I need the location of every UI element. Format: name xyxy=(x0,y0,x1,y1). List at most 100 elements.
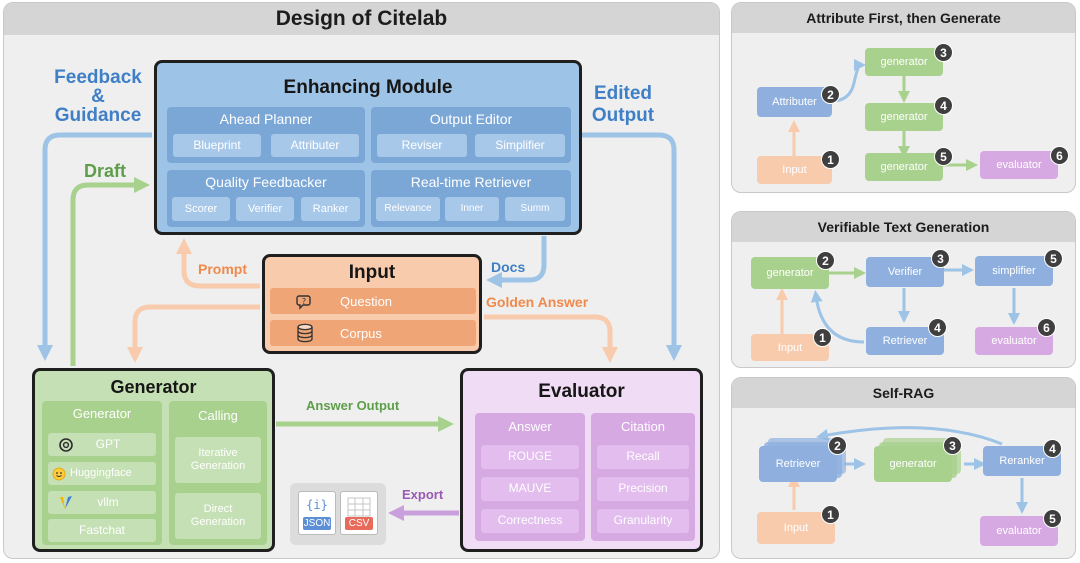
ahead-planner-label: Ahead Planner xyxy=(219,111,313,127)
granularity-chip: Granularity xyxy=(597,509,689,533)
generator-node: generator xyxy=(751,257,829,289)
output-editor-group: Output Editor Reviser Simplifier xyxy=(371,107,571,163)
golden-answer-label: Golden Answer xyxy=(486,294,589,310)
recall-chip: Recall xyxy=(597,445,689,469)
huggingface-chip: Huggingface xyxy=(48,462,156,485)
retriever-node: Retriever xyxy=(759,446,837,482)
output-editor-label: Output Editor xyxy=(429,111,513,127)
step-badge: 2 xyxy=(828,436,847,455)
database-icon xyxy=(270,323,340,343)
fastchat-chip: Fastchat xyxy=(48,519,156,542)
vllm-label: vllm xyxy=(97,494,119,509)
enhancing-module-title: Enhancing Module xyxy=(283,77,453,98)
summ-chip: Summ xyxy=(505,197,565,221)
gpt-label: GPT xyxy=(95,436,121,451)
generator-node: generator xyxy=(874,446,952,482)
input-module-title: Input xyxy=(348,262,396,283)
citation-metrics-label: Citation xyxy=(620,419,666,434)
self-rag-title: Self-RAG xyxy=(732,378,1075,408)
generator-module: Generator Generator GPT Huggingface vllm xyxy=(32,368,275,552)
json-file-glyph: {i} xyxy=(306,498,328,512)
blueprint-chip: Blueprint xyxy=(173,134,261,157)
step-badge: 6 xyxy=(1037,318,1056,337)
answer-metrics-group: Answer ROUGE MAUVE Correctness xyxy=(475,413,585,541)
evaluator-node: evaluator xyxy=(980,151,1058,179)
correctness-chip: Correctness xyxy=(481,509,579,533)
step-badge: 5 xyxy=(1043,509,1062,528)
csv-file-icon: CSV xyxy=(340,491,378,535)
input-node: Input xyxy=(757,156,832,184)
ranker-chip: Ranker xyxy=(301,197,360,221)
step-badge: 1 xyxy=(813,328,832,347)
export-label: Export xyxy=(402,487,444,502)
real-time-retriever-group: Real-time Retriever Relevance Inner Summ xyxy=(371,170,571,227)
step-badge: 1 xyxy=(821,150,840,169)
svg-text:?: ? xyxy=(302,297,306,306)
json-file-tag: JSON xyxy=(303,517,331,530)
calling-label: Calling xyxy=(198,408,238,423)
step-badge: 5 xyxy=(934,147,953,166)
generator-node: generator xyxy=(865,48,943,76)
attribute-first-title: Attribute First, then Generate xyxy=(732,3,1075,33)
calling-group: Calling Iterative Generation Direct Gene… xyxy=(169,401,267,545)
corpus-label: Corpus xyxy=(340,325,382,341)
step-badge: 4 xyxy=(1043,439,1062,458)
hugging-face-icon xyxy=(48,467,70,481)
question-row: ? Question xyxy=(270,288,476,314)
corpus-row: Corpus xyxy=(270,320,476,346)
generator-module-title: Generator xyxy=(110,377,197,397)
question-label: Question xyxy=(340,293,393,309)
generator-backends-label: Generator xyxy=(72,406,132,421)
edited-label-line1: Edited xyxy=(593,83,653,104)
verifiable-text-panel: Verifiable Text Generation generator 2 V… xyxy=(731,211,1076,368)
verifier-chip: Verifier xyxy=(236,197,294,221)
vllm-chip: vllm xyxy=(48,491,156,514)
csv-file-tag: CSV xyxy=(345,517,373,530)
question-icon: ? xyxy=(270,292,340,310)
docs-label: Docs xyxy=(491,259,526,275)
citation-metrics-group: Citation Recall Precision Granularity xyxy=(591,413,695,541)
evaluator-module-title: Evaluator xyxy=(538,381,625,402)
prompt-label: Prompt xyxy=(198,261,247,277)
input-to-generator-arrow xyxy=(126,304,260,364)
verifiable-text-title: Verifiable Text Generation xyxy=(732,212,1075,242)
real-time-retriever-label: Real-time Retriever xyxy=(410,174,532,190)
mauve-chip: MAUVE xyxy=(481,477,579,501)
gpt-chip: GPT xyxy=(48,433,156,456)
relevance-chip: Relevance xyxy=(376,197,440,221)
input-module: Input ? Question Corpus xyxy=(262,254,482,354)
step-badge: 6 xyxy=(1050,146,1069,165)
reviser-chip: Reviser xyxy=(377,134,467,157)
feedback-label-line3: Guidance xyxy=(54,105,142,126)
attributer-node: Attributer xyxy=(757,87,832,117)
evaluator-module: Evaluator Answer ROUGE MAUVE Correctness… xyxy=(460,368,703,552)
attribute-first-panel: Attribute First, then Generate Attribute… xyxy=(731,2,1076,193)
self-rag-panel: Self-RAG Retriever 2 generator 3 Reranke… xyxy=(731,377,1076,559)
huggingface-label: Huggingface xyxy=(70,467,132,480)
generator-node: generator xyxy=(865,103,943,131)
openai-icon xyxy=(48,437,84,453)
precision-chip: Precision xyxy=(597,477,689,501)
quality-feedbacker-label: Quality Feedbacker xyxy=(205,174,327,190)
simplifier-chip: Simplifier xyxy=(475,134,565,157)
scorer-chip: Scorer xyxy=(172,197,230,221)
feedback-label-line2: & xyxy=(91,86,105,107)
feedback-guidance-label: Feedback & Guidance xyxy=(48,68,148,125)
answer-metrics-label: Answer xyxy=(508,419,552,434)
draft-label: Draft xyxy=(84,161,127,181)
ahead-planner-group: Ahead Planner Blueprint Attributer xyxy=(167,107,365,163)
step-badge: 4 xyxy=(928,318,947,337)
json-file-icon: {i} JSON xyxy=(298,491,336,535)
step-badge: 4 xyxy=(934,96,953,115)
step-badge: 2 xyxy=(821,85,840,104)
step-badge: 3 xyxy=(931,249,950,268)
export-files: {i} JSON CSV xyxy=(290,483,386,545)
main-panel-title: Design of Citelab xyxy=(4,3,719,35)
direct-generation-chip: Direct Generation xyxy=(175,493,261,539)
step-badge: 5 xyxy=(1044,249,1063,268)
feedback-label-line1: Feedback xyxy=(54,67,142,88)
edited-output-arrow xyxy=(582,132,683,362)
edited-output-label: Edited Output xyxy=(584,83,662,127)
citelab-design-panel: Design of Citelab Feedback & Guidance xyxy=(3,2,720,559)
simplifier-node: simplifier xyxy=(975,256,1053,286)
